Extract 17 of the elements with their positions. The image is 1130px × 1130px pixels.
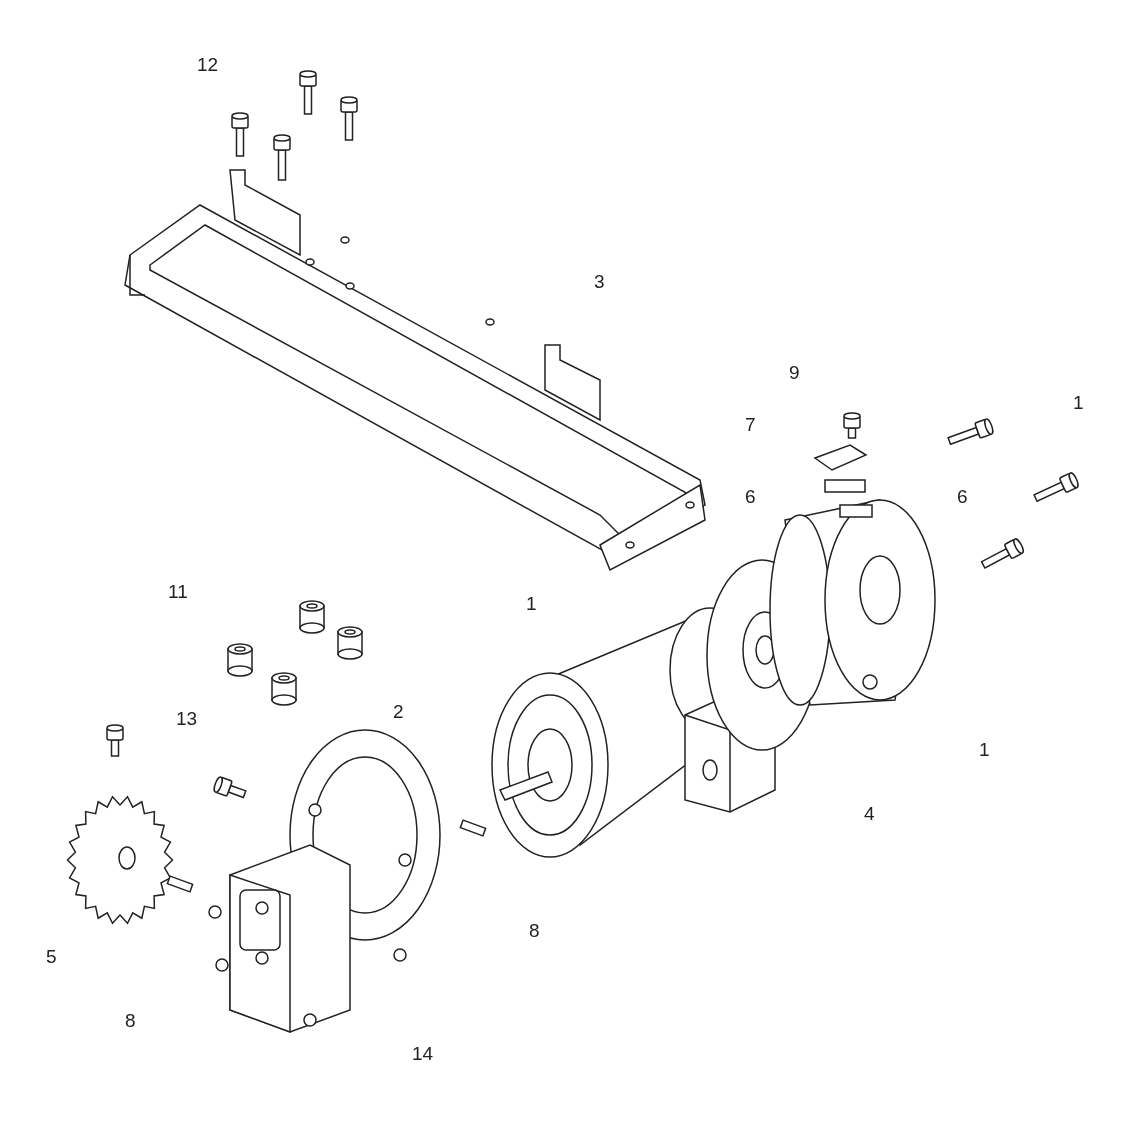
callout-number: 8 [529, 921, 540, 940]
callout-number: 14 [412, 1044, 434, 1063]
callout-number: 1 [1073, 393, 1084, 412]
callout-number: 1 [526, 594, 537, 613]
callout-number: 7 [745, 415, 756, 434]
callout-number: 5 [46, 947, 57, 966]
callout-number: 8 [125, 1011, 136, 1030]
callout-number: 4 [864, 804, 875, 823]
callout-number: 13 [176, 709, 198, 728]
callout-number: 11 [168, 582, 188, 601]
callout-number: 1 [979, 740, 990, 759]
callout-number: 3 [594, 272, 605, 291]
callout-number: 9 [789, 363, 800, 382]
callout-number: 2 [393, 702, 404, 721]
callout-number: 12 [197, 55, 219, 74]
callout-number: 6 [957, 487, 968, 506]
callout-number: 6 [745, 487, 756, 506]
